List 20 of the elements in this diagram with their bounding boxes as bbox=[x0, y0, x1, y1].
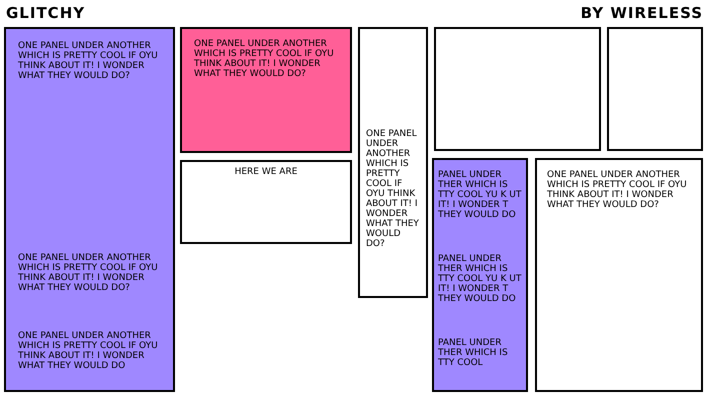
panel-text: ONE PANEL UNDER ANOTHER WHICH IS PRETTY COOL IF OYU THINK ABOUT IT! I WONDER WHAT THEY WOULD DO? bbox=[194, 39, 335, 79]
panel-text: ONE PANEL UNDER ANOTHER WHICH IS PRETTY COOL IF OYU THINK ABOUT IT! I WONDER WHAT THEY WOULD DO? bbox=[547, 170, 688, 210]
comic-panel bbox=[180, 27, 352, 153]
panel-text: ONE PANEL UNDER ANOTHER WHICH IS PRETTY COOL IF OYU THINK ABOUT IT! I WONDER WHAT THEY WOULD DO? bbox=[18, 41, 159, 81]
comic-panel bbox=[432, 158, 528, 392]
panel-text: ONE PANEL UNDER ANOTHER WHICH IS PRETTY COOL IF OYU THINK ABOUT IT! I WONDER WHAT THEY WOULD DO? bbox=[366, 129, 420, 249]
panel-text: ONE PANEL UNDER ANOTHER WHICH IS PRETTY COOL IF OYU THINK ABOUT IT! I WONDER WHAT THEY WOULD DO? bbox=[18, 253, 159, 293]
empty-panel bbox=[607, 27, 703, 151]
comic-title: GLITCHY bbox=[6, 4, 86, 22]
panel-text: PANEL UNDER THER WHICH IS TTY COOL bbox=[438, 338, 509, 368]
panel-text: PANEL UNDER THER WHICH IS TTY COOL YU K UT IT! I WONDER T THEY WOULD DO bbox=[438, 254, 522, 304]
author-credit: BY WIRELESS bbox=[580, 4, 703, 22]
panel-text: ONE PANEL UNDER ANOTHER WHICH IS PRETTY COOL IF OYU THINK ABOUT IT! I WONDER WHAT THEY WOULD DO bbox=[18, 331, 159, 371]
caption-text: HERE WE ARE bbox=[234, 167, 298, 177]
empty-panel bbox=[434, 27, 601, 151]
panel-text: PANEL UNDER THER WHICH IS TTY COOL YU K UT IT! I WONDER T THEY WOULD DO bbox=[438, 170, 522, 220]
comic-panel bbox=[4, 27, 175, 392]
comic-panel bbox=[535, 158, 703, 392]
comic-panel bbox=[358, 27, 428, 298]
banner-panel bbox=[180, 160, 352, 244]
